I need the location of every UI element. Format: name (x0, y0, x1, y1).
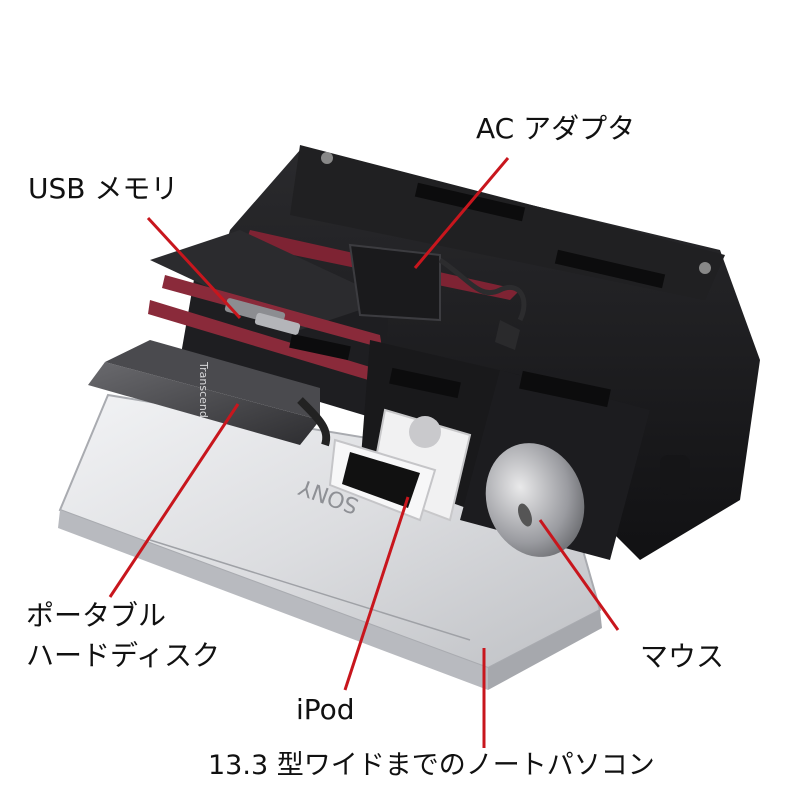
ipod (328, 408, 472, 522)
label-usb-memory: USB メモリ (28, 172, 179, 205)
usb-cable (297, 397, 331, 447)
label-mouse: マウス (640, 640, 725, 673)
label-ipod: iPod (296, 693, 355, 726)
leader-ipod (343, 496, 410, 691)
leader-usb-memory (146, 216, 242, 320)
mouse (485, 443, 585, 557)
leader-lines (108, 157, 620, 748)
leader-mouse (538, 519, 620, 631)
drive-brand-logo: Transcend (197, 361, 210, 418)
label-ac-adapter: AC アダプタ (476, 112, 636, 145)
leader-hdd (108, 403, 240, 598)
portable-hdd: Transcend (88, 340, 320, 445)
usb-memory (224, 298, 301, 335)
label-notebook: 13.3 型ワイドまでのノートパソコン (208, 750, 655, 781)
label-hdd-line2: ハードディスク (26, 639, 221, 672)
label-portable-hdd: ポータブル ハードディスク (26, 596, 220, 676)
label-hdd-line1: ポータブル (26, 599, 167, 632)
leader-ac-adapter (413, 157, 510, 269)
